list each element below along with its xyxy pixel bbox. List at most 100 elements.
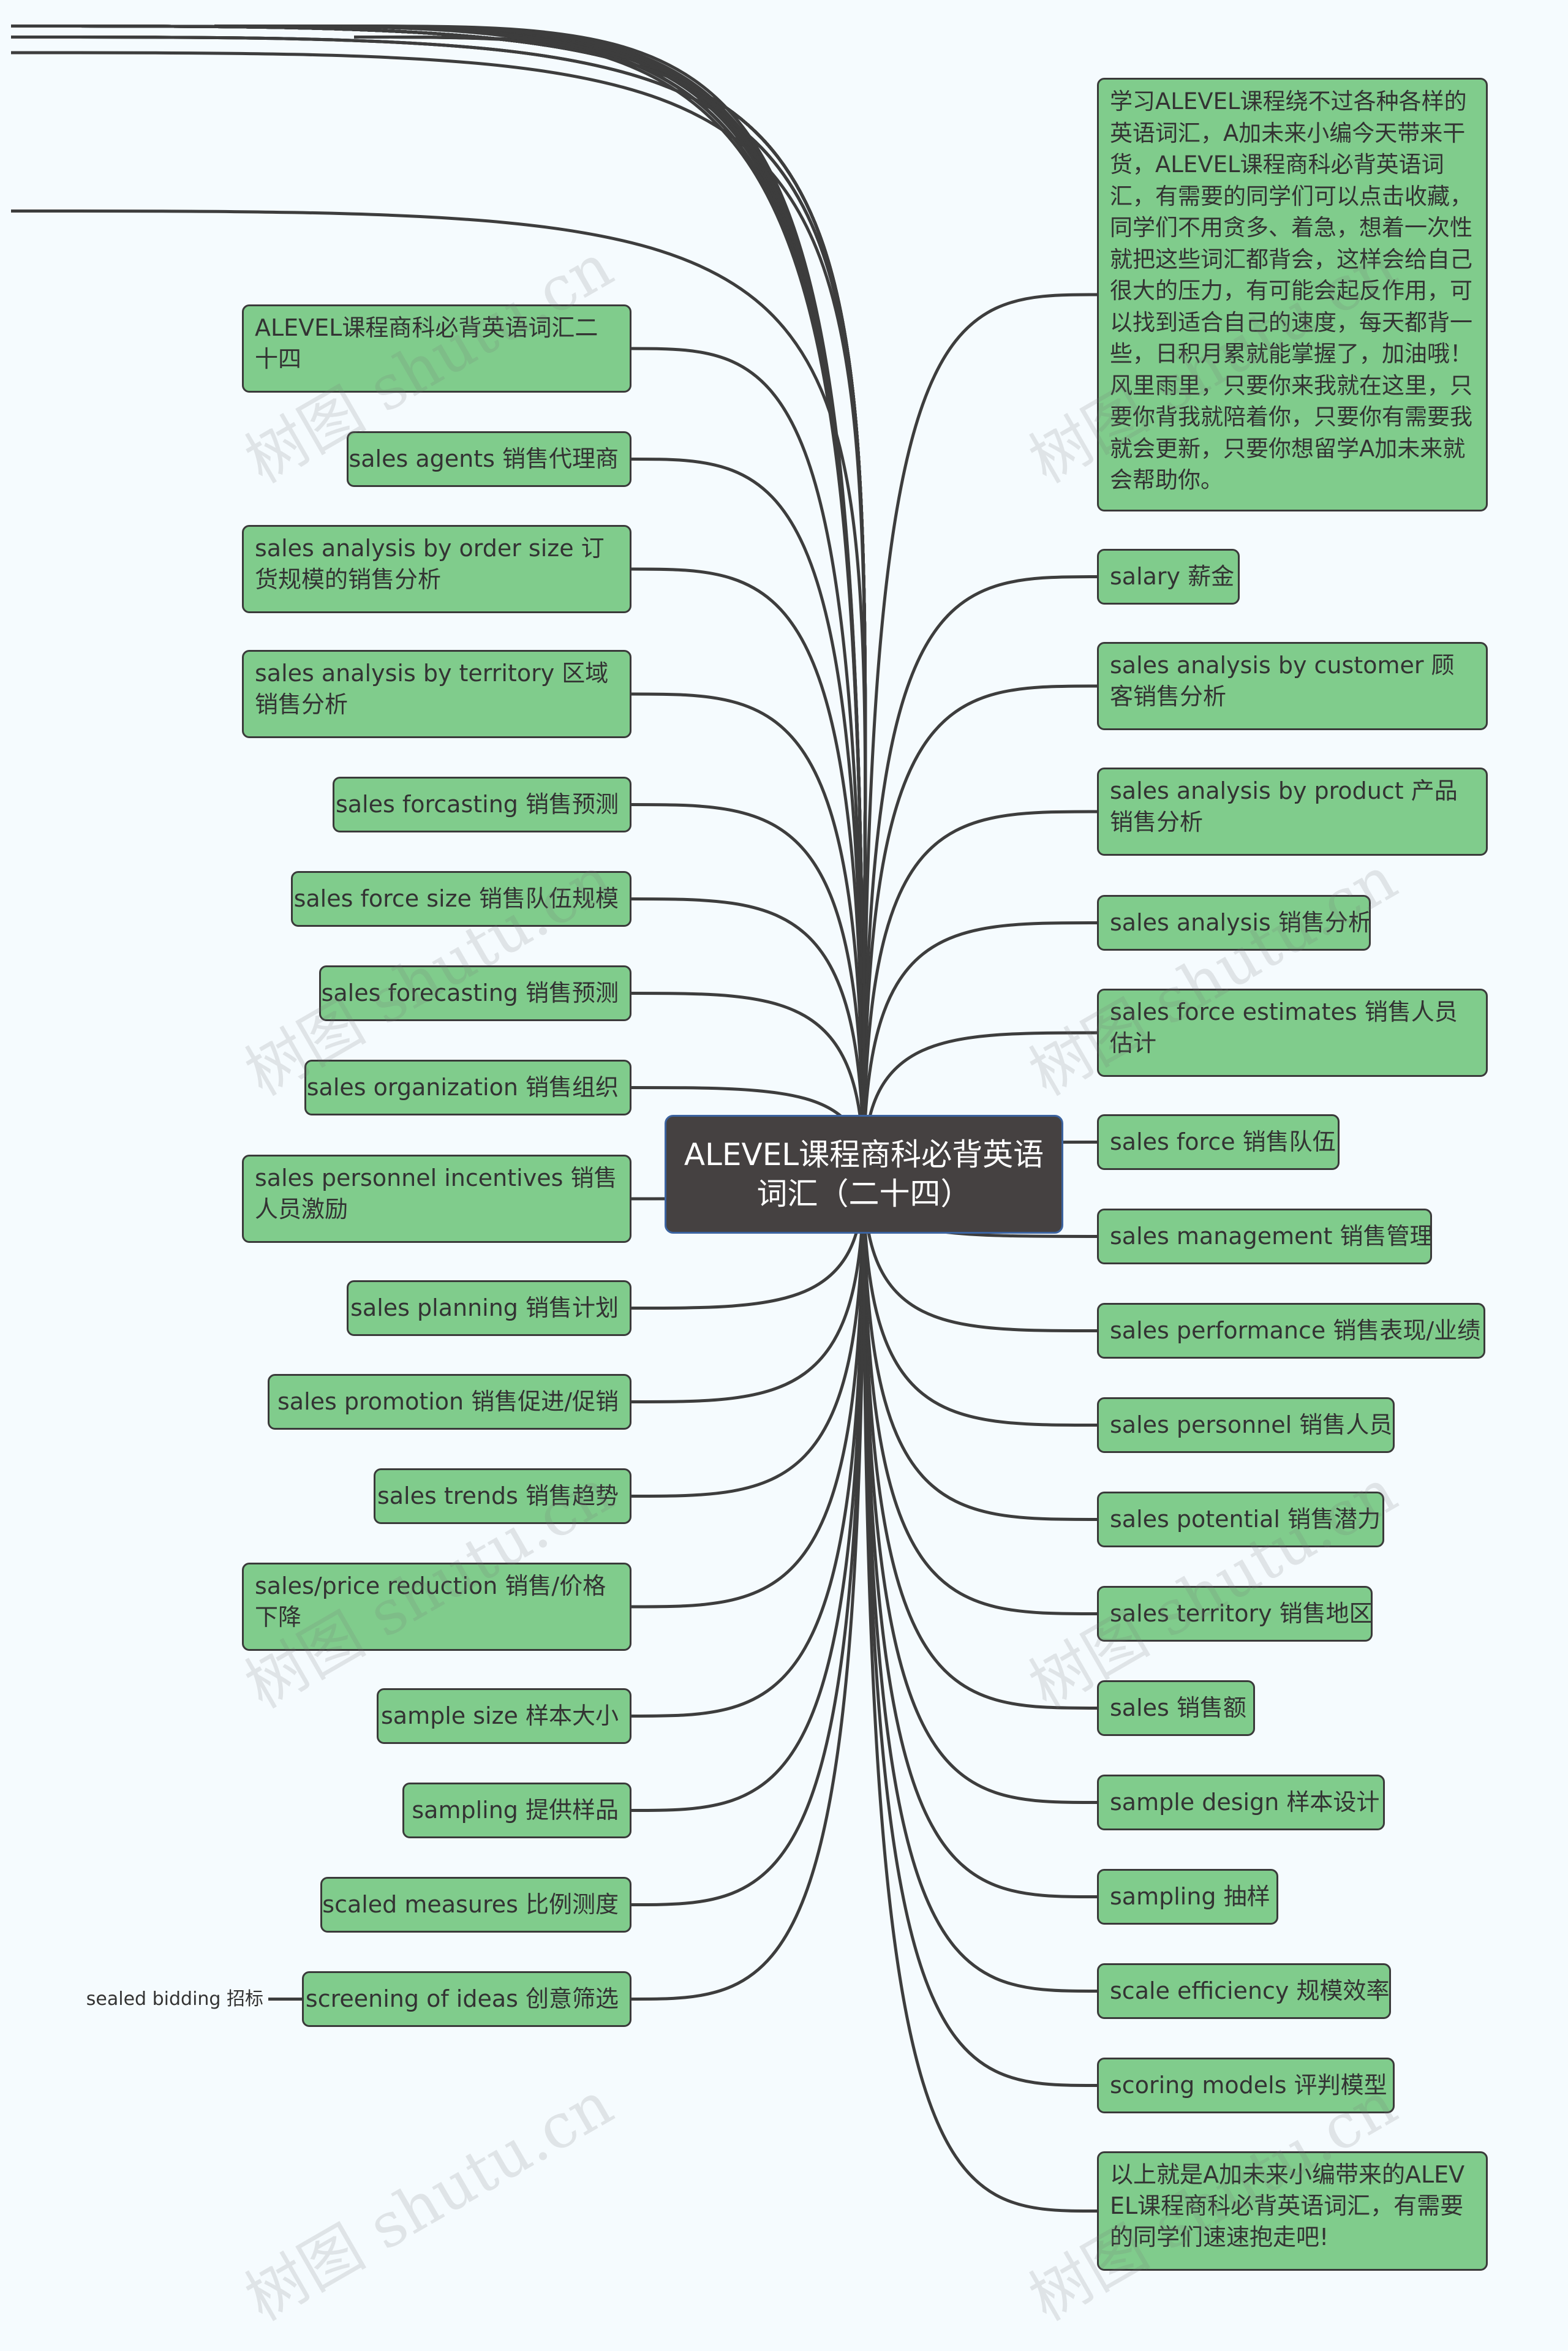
connector-right — [862, 575, 1098, 1175]
right-node-16[interactable]: scale efficiency 规模效率 — [1097, 1963, 1391, 2019]
right-node-10[interactable]: sales personnel 销售人员 — [1097, 1397, 1395, 1453]
left-node-12[interactable]: sales trends 销售趋势 — [374, 1468, 631, 1524]
right-node-8[interactable]: sales management 销售管理 — [1097, 1209, 1432, 1264]
left-node-10[interactable]: sales planning 销售计划 — [347, 1280, 631, 1336]
left-node-label: ALEVEL课程商科必背英语词汇二十四 — [255, 314, 598, 372]
right-node-12[interactable]: sales territory 销售地区 — [1097, 1586, 1373, 1642]
left-node-label: sales forecasting 销售预测 — [321, 979, 619, 1006]
left-node-4[interactable]: sales analysis by territory 区域销售分析 — [242, 650, 631, 738]
right-node-7[interactable]: sales force 销售队伍 — [1097, 1114, 1340, 1170]
right-node-label: sample design 样本设计 — [1110, 1789, 1380, 1816]
connector-left — [631, 567, 865, 1175]
right-node-label: 学习ALEVEL课程绕不过各种各样的英语词汇，A加未来小编今天带来干货，ALEV… — [1110, 88, 1472, 493]
connector-right — [862, 1174, 1098, 1898]
left-node-2[interactable]: sales agents 销售代理商 — [347, 431, 631, 487]
left-node-label: sales trends 销售趋势 — [377, 1482, 619, 1509]
right-node-label: sales analysis by customer 顾客销售分析 — [1110, 652, 1455, 710]
left-node-label: scaled measures 比例测度 — [322, 1891, 619, 1918]
sub-node-label[interactable]: sealed bidding 招标 — [86, 1988, 263, 2010]
left-node-9[interactable]: sales personnel incentives 销售人员激励 — [242, 1155, 631, 1243]
left-node-14[interactable]: sample size 样本大小 — [377, 1688, 631, 1744]
left-node-label: sales forcasting 销售预测 — [335, 791, 619, 818]
connector-right — [862, 1174, 1098, 1427]
left-node-label: sales agents 销售代理商 — [349, 445, 619, 472]
right-node-15[interactable]: sampling 抽样 — [1097, 1869, 1278, 1925]
right-node-label: sales performance 销售表现/业绩 — [1110, 1317, 1481, 1344]
right-node-label: sampling 抽样 — [1110, 1883, 1270, 1910]
right-node-label: sales personnel 销售人员 — [1110, 1411, 1393, 1438]
right-node-label: 以上就是A加未来小编带来的ALEVEL课程商科必背英语词汇，有需要的同学们速速抱… — [1110, 2161, 1465, 2251]
connector-right — [10, 51, 867, 1175]
left-node-label: sampling 提供样品 — [412, 1797, 619, 1824]
left-node-label: sample size 样本大小 — [381, 1702, 619, 1729]
connector-left — [631, 1174, 865, 1403]
connector-right — [862, 1174, 1098, 1615]
left-node-3[interactable]: sales analysis by order size 订货规模的销售分析 — [242, 525, 631, 613]
left-node-11[interactable]: sales promotion 销售促进/促销 — [268, 1374, 631, 1430]
right-node-label: scale efficiency 规模效率 — [1110, 1977, 1390, 2004]
connector-left — [314, 25, 865, 1175]
left-node-6[interactable]: sales force size 销售队伍规模 — [291, 871, 631, 927]
left-node-label: sales/price reduction 销售/价格下降 — [255, 1572, 606, 1631]
right-node-5[interactable]: sales analysis 销售分析 — [1097, 895, 1371, 951]
connector-left — [631, 458, 865, 1175]
right-node-label: sales analysis by product 产品销售分析 — [1110, 777, 1458, 836]
right-node-1[interactable]: 学习ALEVEL课程绕不过各种各样的英语词汇，A加未来小编今天带来干货，ALEV… — [1097, 78, 1488, 511]
right-node-label: sales 销售额 — [1110, 1694, 1246, 1721]
connector-right — [862, 1174, 1098, 2087]
left-node-label: sales planning 销售计划 — [350, 1294, 619, 1321]
right-node-label: scoring models 评判模型 — [1110, 2072, 1387, 2099]
connector-right — [862, 293, 1098, 1175]
right-node-4[interactable]: sales analysis by product 产品销售分析 — [1097, 768, 1488, 856]
right-node-label: sales management 销售管理 — [1110, 1223, 1432, 1250]
left-node-label: sales personnel incentives 销售人员激励 — [255, 1164, 617, 1223]
right-node-17[interactable]: scoring models 评判模型 — [1097, 2058, 1395, 2113]
connector-right — [862, 921, 1098, 1175]
left-node-15[interactable]: sampling 提供样品 — [402, 1783, 631, 1838]
right-node-label: sales force 销售队伍 — [1110, 1128, 1336, 1155]
connector-left — [631, 1174, 865, 1718]
left-node-13[interactable]: sales/price reduction 销售/价格下降 — [242, 1563, 631, 1651]
left-node-label: sales force size 销售队伍规模 — [293, 885, 619, 912]
left-node-7[interactable]: sales forecasting 销售预测 — [319, 965, 631, 1021]
right-node-6[interactable]: sales force estimates 销售人员估计 — [1097, 989, 1488, 1077]
connector-left — [631, 347, 865, 1175]
central-topic[interactable]: ALEVEL课程商科必背英语词汇（二十四） — [665, 1115, 1063, 1234]
left-node-16[interactable]: scaled measures 比例测度 — [320, 1877, 631, 1933]
left-node-8[interactable]: sales organization 销售组织 — [304, 1060, 631, 1115]
right-node-9[interactable]: sales performance 销售表现/业绩 — [1097, 1303, 1485, 1359]
right-node-label: sales force estimates 销售人员估计 — [1110, 998, 1458, 1057]
connector-left — [631, 1174, 865, 1609]
connector-left — [631, 1174, 865, 1498]
left-node-label: sales promotion 销售促进/促销 — [277, 1388, 619, 1415]
right-node-18[interactable]: 以上就是A加未来小编带来的ALEVEL课程商科必背英语词汇，有需要的同学们速速抱… — [1097, 2151, 1488, 2271]
left-node-label: screening of ideas 创意筛选 — [305, 1985, 619, 2012]
right-node-2[interactable]: salary 薪金 — [1097, 549, 1240, 605]
connector-left — [631, 692, 865, 1175]
left-node-1[interactable]: ALEVEL课程商科必背英语词汇二十四 — [242, 304, 631, 393]
left-node-17[interactable]: screening of ideas 创意筛选 — [302, 1971, 631, 2027]
left-node-5[interactable]: sales forcasting 销售预测 — [333, 777, 631, 832]
right-node-13[interactable]: sales 销售额 — [1097, 1680, 1255, 1736]
right-node-label: sales territory 销售地区 — [1110, 1600, 1373, 1627]
connector-right — [862, 684, 1098, 1175]
connector-left — [631, 803, 865, 1175]
left-node-label: sales organization 销售组织 — [306, 1074, 619, 1101]
right-node-label: sales analysis 销售分析 — [1110, 909, 1371, 936]
connector-right — [862, 1174, 1098, 1710]
left-node-label: sales analysis by order size 订货规模的销售分析 — [255, 535, 605, 593]
right-node-label: salary 薪金 — [1110, 563, 1235, 590]
connector-right — [862, 810, 1098, 1175]
right-node-14[interactable]: sample design 样本设计 — [1097, 1775, 1385, 1830]
connector-left — [631, 1174, 865, 2001]
connector-left — [631, 992, 865, 1175]
right-node-label: sales potential 销售潜力 — [1110, 1506, 1381, 1533]
right-node-11[interactable]: sales potential 销售潜力 — [1097, 1492, 1384, 1547]
connector-left — [631, 897, 865, 1175]
central-topic-label: ALEVEL课程商科必背英语词汇（二十四） — [684, 1137, 1044, 1212]
right-node-3[interactable]: sales analysis by customer 顾客销售分析 — [1097, 642, 1488, 730]
connector-right — [862, 1174, 1098, 1521]
connector-right — [862, 1174, 1098, 2213]
